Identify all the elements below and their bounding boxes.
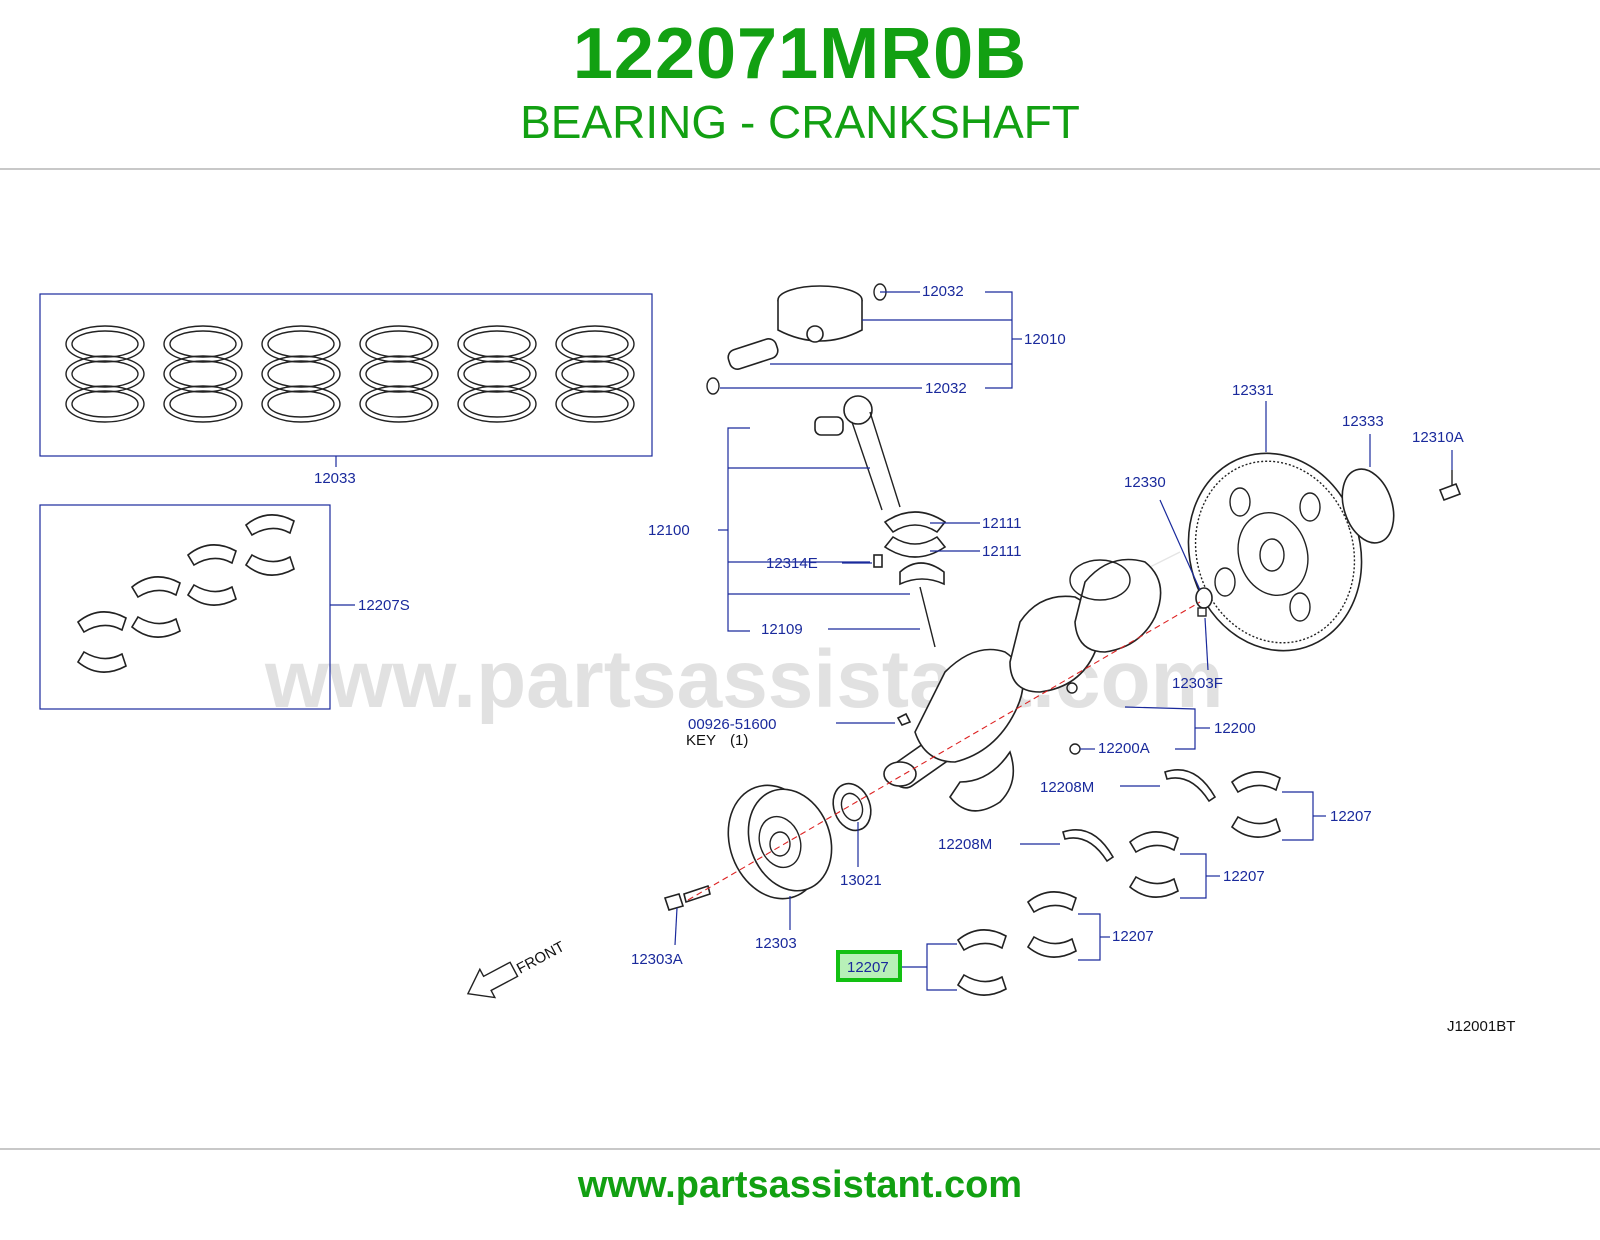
main-bearings-illustration [956,771,1281,996]
callout-12207-b[interactable]: 12207 [1223,868,1265,885]
assembly-axis-line [687,601,1201,901]
callout-12200A[interactable]: 12200A [1098,740,1150,757]
key-quantity: (1) [730,732,748,749]
footer-divider [0,1148,1600,1150]
callout-12208M-a[interactable]: 12208M [1040,779,1094,796]
front-arrow-icon [466,961,519,999]
callout-12303F[interactable]: 12303F [1172,675,1223,692]
callout-12010[interactable]: 12010 [1024,331,1066,348]
pulley-illustration [727,784,833,900]
parts-diagram: www.partsassistant.com [0,262,1600,1082]
page-header: 122071MR0B BEARING - CRANKSHAFT [0,0,1600,170]
bearing-set-box [39,504,331,710]
thrust-washers-illustration [1062,768,1217,863]
footer-url[interactable]: www.partsassistant.com [577,1164,1023,1206]
callout-12333[interactable]: 12333 [1342,413,1384,430]
callout-12033[interactable]: 12033 [314,470,356,487]
callout-12111-b[interactable]: 12111 [982,543,1022,560]
callout-12303[interactable]: 12303 [755,935,797,952]
callout-12207S[interactable]: 12207S [358,597,410,614]
callout-12032-top[interactable]: 12032 [922,283,964,300]
callout-12303A[interactable]: 12303A [631,951,683,968]
callout-12207-a[interactable]: 12207 [1330,808,1372,825]
bearing-set-group [76,514,295,673]
piston-rings-box [39,293,653,457]
front-label: FRONT [514,938,568,977]
callout-12200[interactable]: 12200 [1214,720,1256,737]
callout-13021[interactable]: 13021 [840,872,882,889]
callout-12208M-b[interactable]: 12208M [938,836,992,853]
header-divider [0,168,1600,170]
callout-12310A[interactable]: 12310A [1412,429,1464,446]
callout-12100[interactable]: 12100 [648,522,690,539]
callout-12331[interactable]: 12331 [1232,382,1274,399]
parts-diagram-svg: www.partsassistant.com [39,283,1515,1035]
part-name-subtitle: BEARING - CRANKSHAFT [520,96,1080,148]
callout-12207-c[interactable]: 12207 [1112,928,1154,945]
callout-00926-51600[interactable]: 00926-51600 [688,716,776,733]
key-label: KEY [686,732,716,749]
sprocket-illustration [832,782,872,832]
callout-12032-bottom[interactable]: 12032 [925,380,967,397]
diagram-code: J12001BT [1447,1018,1515,1035]
connecting-rod-illustration [814,395,947,648]
part-number-title: 122071MR0B [572,14,1028,94]
callout-12109[interactable]: 12109 [761,621,803,638]
piston-illustration [706,283,887,395]
callout-12314E[interactable]: 12314E [766,555,818,572]
crankshaft-illustration [883,551,1181,812]
piston-rings-group [65,325,635,423]
highlighted-callout-box [836,950,902,982]
pulley-bolt-illustration [663,884,711,911]
callout-12330[interactable]: 12330 [1124,474,1166,491]
callout-12111-a[interactable]: 12111 [982,515,1022,532]
callout-12207-highlighted[interactable]: 12207 [847,959,889,976]
